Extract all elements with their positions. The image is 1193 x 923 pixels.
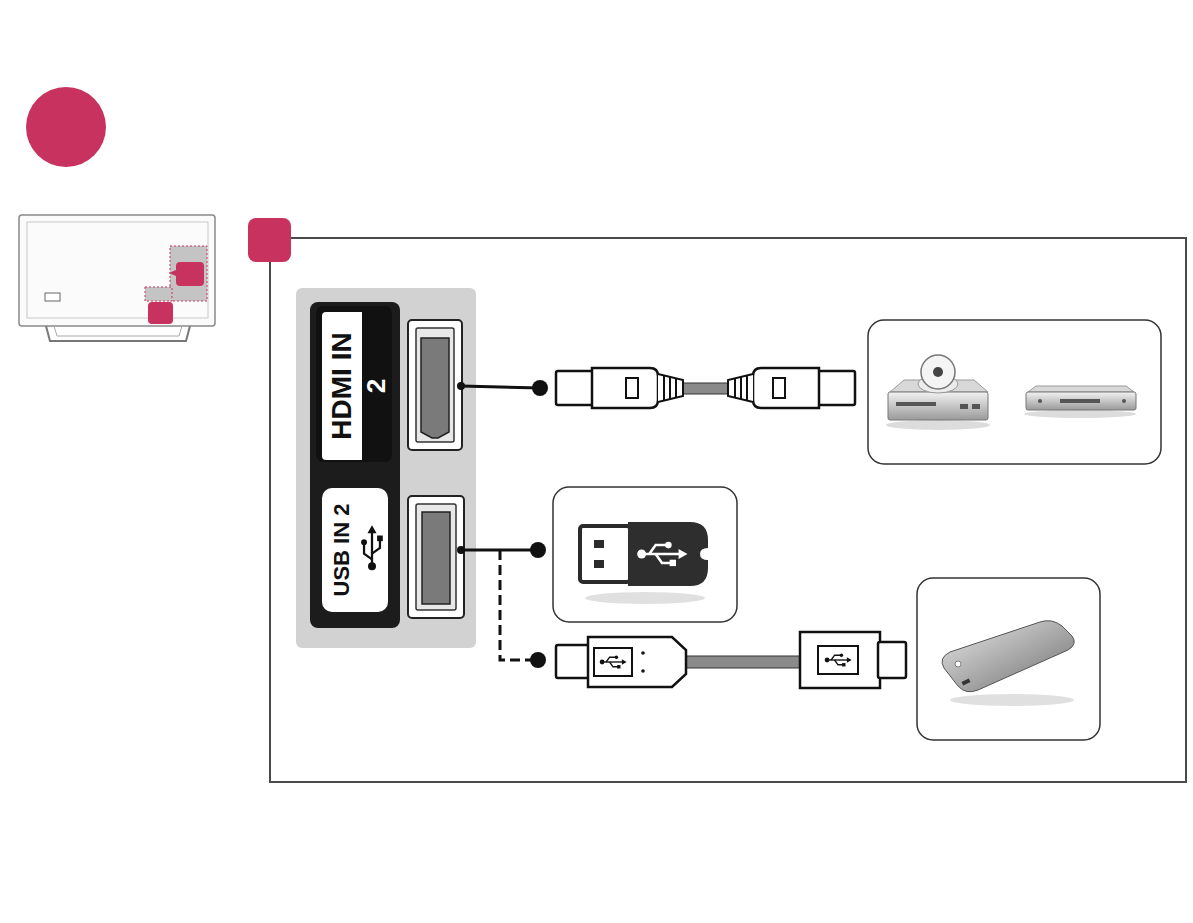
usb-stick-group-part	[594, 540, 604, 548]
tv-back-thumbnail-part	[169, 262, 204, 286]
usb-cable-part	[641, 651, 645, 655]
usb-cable-part	[556, 645, 590, 678]
section-frame-part	[270, 238, 1186, 782]
port-wires-part	[530, 652, 546, 668]
hdmi-cable-part-part	[669, 377, 671, 399]
video-player-group-part	[1122, 399, 1126, 403]
hard-disk-group-part	[955, 661, 961, 667]
port-wires-part	[530, 542, 546, 558]
port-panel	[296, 288, 476, 648]
hdmi-cable-part-part	[675, 378, 677, 398]
video-player-group-part	[1024, 410, 1136, 418]
video-player-group-part	[921, 355, 955, 389]
tv-back-thumbnail	[19, 215, 215, 341]
video-player-group	[868, 320, 1161, 464]
hdmi-cable-part	[728, 368, 855, 408]
tv-back-thumbnail-part	[46, 326, 190, 341]
usb-cable-part	[825, 653, 852, 666]
hdmi-cable-part-part	[663, 375, 665, 401]
port-panel-part	[296, 288, 476, 648]
video-player-group-part	[933, 367, 943, 377]
usb-stick-group-part	[553, 487, 737, 622]
label-field: HDMI IN	[322, 312, 362, 460]
hdmi-cable-part	[556, 368, 683, 408]
usb-cable-part	[588, 637, 686, 687]
tv-back-thumbnail-part	[54, 326, 182, 336]
tv-back-thumbnail-part	[148, 302, 173, 324]
usb-cable	[556, 632, 906, 688]
hard-disk-group-part	[942, 621, 1074, 692]
port-panel-part	[421, 338, 449, 438]
port-name: HDMI IN	[328, 332, 356, 439]
port-wires-part	[532, 380, 548, 396]
port-panel-part	[416, 328, 454, 442]
usb-port-label: USB IN 2	[322, 488, 388, 612]
hdmi-cable-part-part	[556, 371, 594, 405]
usb-stick-group-part	[594, 560, 604, 568]
hdmi-cable-part-part	[592, 368, 658, 408]
port-wires-part	[500, 550, 538, 660]
section-frame-part	[248, 218, 291, 262]
label-field: 2	[362, 312, 390, 460]
video-player-group-part	[1038, 399, 1042, 403]
hdmi-port-label: HDMI IN 2	[316, 306, 392, 462]
hdmi-cable	[556, 368, 855, 408]
step-circle-part	[26, 87, 106, 167]
usb-cable-part	[800, 632, 880, 688]
hdmi-cable-part-part	[658, 374, 683, 402]
video-player-group-part	[1028, 386, 1134, 392]
usb-stick-group-part	[585, 592, 705, 604]
video-player-group-part	[1060, 399, 1100, 403]
video-player-group-part	[886, 420, 990, 430]
tv-back-thumbnail-part	[145, 287, 172, 301]
usb-cable-part	[641, 669, 645, 673]
port-wires	[457, 380, 548, 668]
tv-back-thumbnail-part	[45, 293, 60, 301]
port-wires-part	[461, 386, 540, 388]
port-panel-part	[310, 302, 400, 628]
usb-cable-part	[878, 642, 906, 678]
video-player-group-part	[972, 404, 980, 409]
usb-cable-part	[594, 648, 632, 676]
port-name: 2	[363, 379, 389, 393]
usb-cable-part	[684, 656, 802, 668]
usb-stick-group-part	[580, 526, 630, 582]
usb-stick-group-part	[637, 542, 687, 566]
port-panel-part	[408, 496, 464, 618]
hard-disk-group-part	[962, 678, 971, 685]
usb-cable-part	[600, 655, 627, 668]
hard-disk-group-part	[917, 578, 1100, 740]
video-player-group-part	[960, 404, 968, 409]
port-panel-part	[408, 320, 462, 450]
hard-disk-group-part	[950, 694, 1074, 706]
hdmi-cable-part-part	[626, 378, 638, 398]
label-field: USB IN 2	[326, 492, 358, 608]
video-player-group-part	[888, 392, 988, 420]
usb-stick-group-part	[628, 522, 708, 586]
port-panel-part	[422, 512, 450, 604]
video-player-group-part	[896, 402, 936, 406]
port-panel-part	[416, 504, 456, 610]
tv-back-thumbnail-part	[19, 215, 215, 326]
step-circle	[26, 87, 106, 167]
usb-cable-part	[818, 646, 858, 674]
section-frame	[248, 218, 1186, 782]
video-player-group-part	[868, 320, 1161, 464]
hard-disk-group	[917, 578, 1100, 740]
usb-stick-group	[553, 487, 737, 622]
tv-back-thumbnail-part	[27, 222, 208, 318]
video-player-group-part	[1026, 392, 1136, 410]
tv-back-thumbnail-part	[170, 246, 207, 301]
port-name: USB IN 2	[331, 504, 353, 597]
